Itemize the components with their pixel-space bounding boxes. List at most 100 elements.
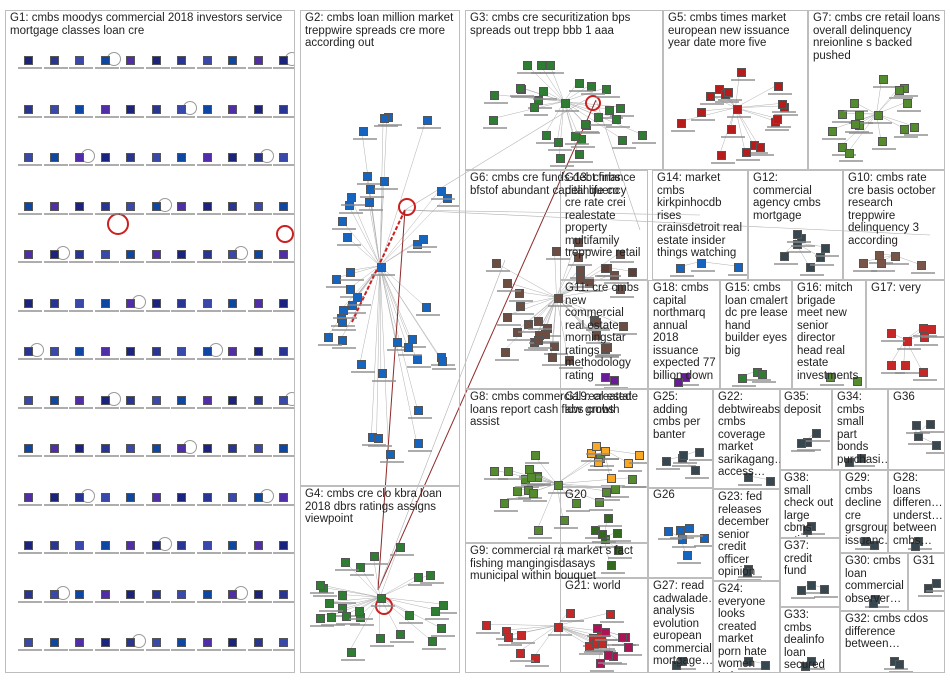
node[interactable] bbox=[18, 298, 42, 312]
node[interactable] bbox=[145, 201, 170, 215]
node[interactable] bbox=[94, 347, 119, 360]
node[interactable] bbox=[425, 606, 450, 620]
node[interactable] bbox=[222, 347, 246, 360]
node[interactable] bbox=[370, 634, 395, 648]
node[interactable] bbox=[145, 638, 170, 651]
node[interactable] bbox=[331, 317, 356, 331]
node[interactable] bbox=[94, 298, 119, 312]
node[interactable] bbox=[120, 444, 144, 457]
node[interactable] bbox=[357, 171, 382, 185]
node[interactable] bbox=[587, 112, 612, 126]
group-g21[interactable]: G21: world bbox=[560, 578, 648, 673]
node[interactable] bbox=[247, 638, 272, 651]
node[interactable] bbox=[247, 492, 272, 506]
node[interactable] bbox=[673, 450, 698, 464]
node[interactable] bbox=[897, 99, 922, 113]
node[interactable] bbox=[310, 613, 335, 627]
node[interactable] bbox=[247, 201, 272, 215]
hub-node[interactable] bbox=[595, 264, 619, 277]
node[interactable] bbox=[196, 444, 221, 457]
group-g6[interactable]: G6: cmbs cre funds debt finance bfstof a… bbox=[465, 170, 648, 389]
node[interactable] bbox=[247, 56, 272, 69]
node[interactable] bbox=[43, 201, 68, 215]
node[interactable] bbox=[612, 632, 637, 646]
node[interactable] bbox=[309, 581, 334, 595]
node[interactable] bbox=[569, 274, 594, 288]
node[interactable] bbox=[432, 600, 457, 614]
node[interactable] bbox=[222, 250, 246, 263]
group-g35[interactable]: G35: deposit bbox=[779, 389, 832, 470]
node[interactable] bbox=[755, 660, 780, 672]
node[interactable] bbox=[871, 136, 896, 150]
node[interactable] bbox=[412, 235, 437, 249]
node[interactable] bbox=[171, 347, 195, 360]
node[interactable] bbox=[629, 451, 647, 465]
node[interactable] bbox=[559, 355, 584, 369]
group-g3[interactable]: G3: cmbs cre securitization bps spreads … bbox=[465, 10, 663, 170]
group-g10[interactable]: G10: cmbs rate cre basis october researc… bbox=[843, 170, 945, 280]
hub-node[interactable] bbox=[371, 594, 395, 608]
group-g15[interactable]: G15: cmbs loan cmalert dc pre lease hand… bbox=[720, 280, 792, 389]
node[interactable] bbox=[606, 529, 631, 543]
hub-node[interactable] bbox=[691, 258, 715, 272]
node[interactable] bbox=[339, 267, 364, 281]
node[interactable] bbox=[589, 498, 614, 512]
node[interactable] bbox=[273, 201, 294, 215]
hub-node[interactable] bbox=[800, 657, 825, 670]
node[interactable] bbox=[350, 360, 375, 374]
node[interactable] bbox=[852, 258, 877, 272]
node[interactable] bbox=[69, 492, 93, 506]
node[interactable] bbox=[612, 135, 637, 149]
node[interactable] bbox=[222, 541, 246, 554]
node[interactable] bbox=[120, 153, 144, 166]
node[interactable] bbox=[568, 150, 593, 164]
node[interactable] bbox=[421, 637, 446, 651]
node[interactable] bbox=[43, 250, 68, 263]
node[interactable] bbox=[482, 115, 507, 129]
group-g24[interactable]: G24: everyone looks created market porn … bbox=[713, 581, 781, 673]
node[interactable] bbox=[171, 250, 195, 263]
node[interactable] bbox=[196, 492, 221, 506]
node[interactable] bbox=[416, 303, 441, 317]
group-g19[interactable]: G19: created abs cmbs bbox=[560, 389, 648, 487]
node[interactable] bbox=[120, 638, 144, 651]
node[interactable] bbox=[717, 88, 742, 102]
node[interactable] bbox=[476, 621, 501, 635]
node[interactable] bbox=[595, 343, 620, 357]
node[interactable] bbox=[721, 125, 746, 139]
node[interactable] bbox=[222, 298, 246, 312]
node[interactable] bbox=[774, 251, 799, 265]
node[interactable] bbox=[672, 661, 690, 672]
group-g17[interactable]: G17: very bbox=[866, 280, 945, 389]
node[interactable] bbox=[332, 217, 357, 231]
node[interactable] bbox=[222, 56, 246, 69]
node[interactable] bbox=[610, 103, 635, 117]
node[interactable] bbox=[690, 108, 715, 122]
node[interactable] bbox=[171, 541, 195, 554]
node[interactable] bbox=[337, 233, 362, 247]
group-g11[interactable]: G11: cre cmbs new commercial real estate… bbox=[560, 280, 648, 389]
node[interactable] bbox=[600, 560, 625, 574]
node[interactable] bbox=[18, 395, 42, 409]
node[interactable] bbox=[196, 347, 221, 360]
node[interactable] bbox=[120, 395, 144, 409]
node[interactable] bbox=[171, 589, 195, 603]
node[interactable] bbox=[550, 154, 575, 168]
node[interactable] bbox=[273, 395, 294, 409]
node[interactable] bbox=[94, 395, 119, 409]
node[interactable] bbox=[880, 329, 905, 343]
node[interactable] bbox=[69, 395, 93, 409]
group-g25[interactable]: G25: adding cmbs per banter bbox=[648, 389, 713, 489]
node[interactable] bbox=[196, 201, 221, 215]
node[interactable] bbox=[536, 131, 561, 145]
group-g33[interactable]: G33: cmbs dealinfo loan secured mktg… bbox=[779, 607, 840, 673]
node[interactable] bbox=[247, 298, 272, 312]
node[interactable] bbox=[43, 104, 68, 118]
hub-node[interactable] bbox=[595, 373, 619, 386]
node[interactable] bbox=[598, 106, 623, 120]
node[interactable] bbox=[839, 457, 864, 469]
node[interactable] bbox=[171, 444, 195, 457]
node[interactable] bbox=[145, 104, 170, 118]
node[interactable] bbox=[69, 250, 93, 263]
node[interactable] bbox=[803, 526, 821, 537]
